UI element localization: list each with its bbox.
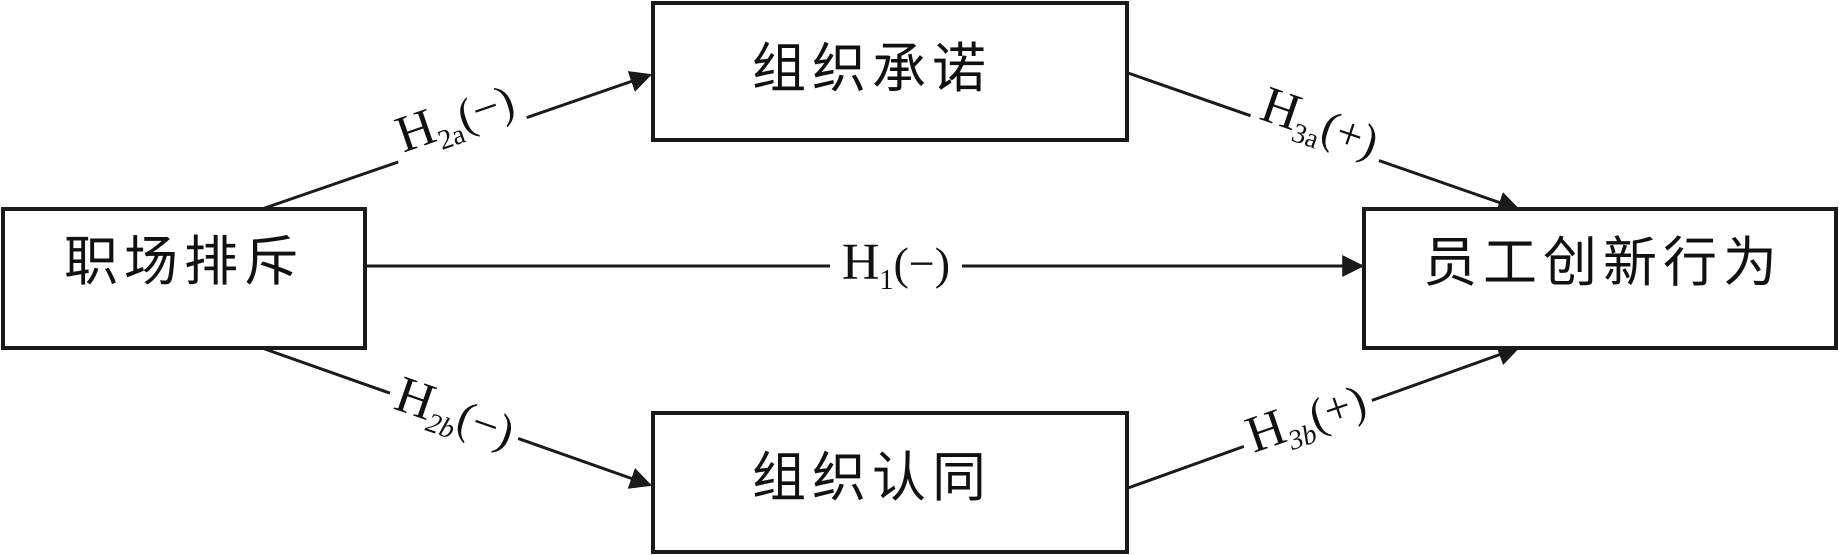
h2a-label: H2a(−)	[389, 71, 523, 169]
h2b-label-bg	[380, 362, 530, 464]
node-independent-box	[1, 207, 367, 350]
h1-sign: (−)	[893, 238, 950, 289]
h3b-label: H3b(+)	[1239, 371, 1375, 469]
node-identification-label: 组织认同	[752, 446, 992, 509]
node-identification-box	[651, 411, 1129, 554]
node-commitment-label: 组织承诺	[752, 37, 992, 100]
h3b-label-bg	[1231, 367, 1381, 469]
h2a-label-bg	[380, 67, 530, 169]
h3a-label-bg	[1245, 72, 1395, 174]
node-dependent-label: 员工创新行为	[1423, 231, 1783, 294]
node-commitment-box	[651, 1, 1129, 142]
h1-sub: 1	[879, 265, 893, 296]
h1-letter: H	[842, 234, 880, 291]
h1-label-bg	[830, 232, 962, 292]
h1-label: H1(−)	[842, 234, 950, 296]
h3a-label: H3a(+)	[1252, 76, 1386, 174]
node-independent-label: 职场排斥	[64, 230, 304, 293]
node-dependent-box	[1362, 207, 1838, 350]
h2b-label: H2b(−)	[387, 366, 523, 464]
